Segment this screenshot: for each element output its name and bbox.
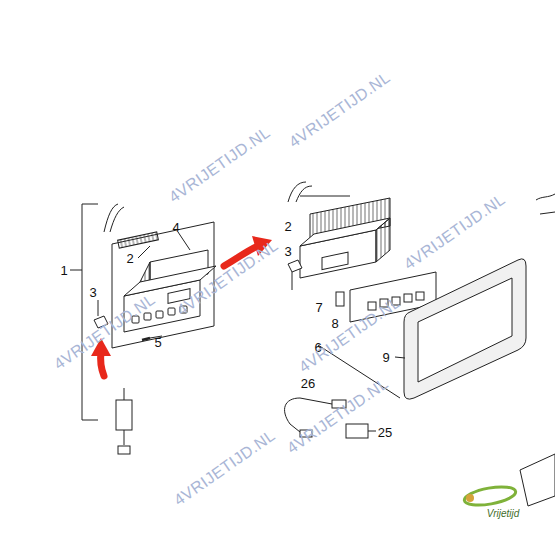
callout-number: 2 — [126, 252, 133, 265]
callout-number: 5 — [154, 336, 161, 349]
callout-number: 3 — [89, 286, 96, 299]
watermark: 4VRIJETIJD.NL — [171, 427, 278, 509]
watermark: 4VRIJETIJD.NL — [401, 191, 508, 273]
callout-number: 3 — [284, 245, 291, 258]
callout-number: 1 — [60, 264, 67, 277]
callout-number: 7 — [315, 301, 322, 314]
callout-number: 8 — [331, 317, 338, 330]
callout-number: 25 — [378, 426, 392, 439]
callout-number: 4 — [172, 221, 179, 234]
callout-number: 2 — [284, 220, 291, 233]
watermark: 4VRIJETIJD.NL — [166, 124, 273, 206]
watermark: 4VRIJETIJD.NL — [284, 375, 391, 457]
callout-number: 26 — [301, 377, 315, 390]
callout-number: 9 — [382, 351, 389, 364]
watermark: 4VRIJETIJD.NL — [286, 69, 393, 151]
logo-text: Vrijetijd — [487, 509, 520, 519]
